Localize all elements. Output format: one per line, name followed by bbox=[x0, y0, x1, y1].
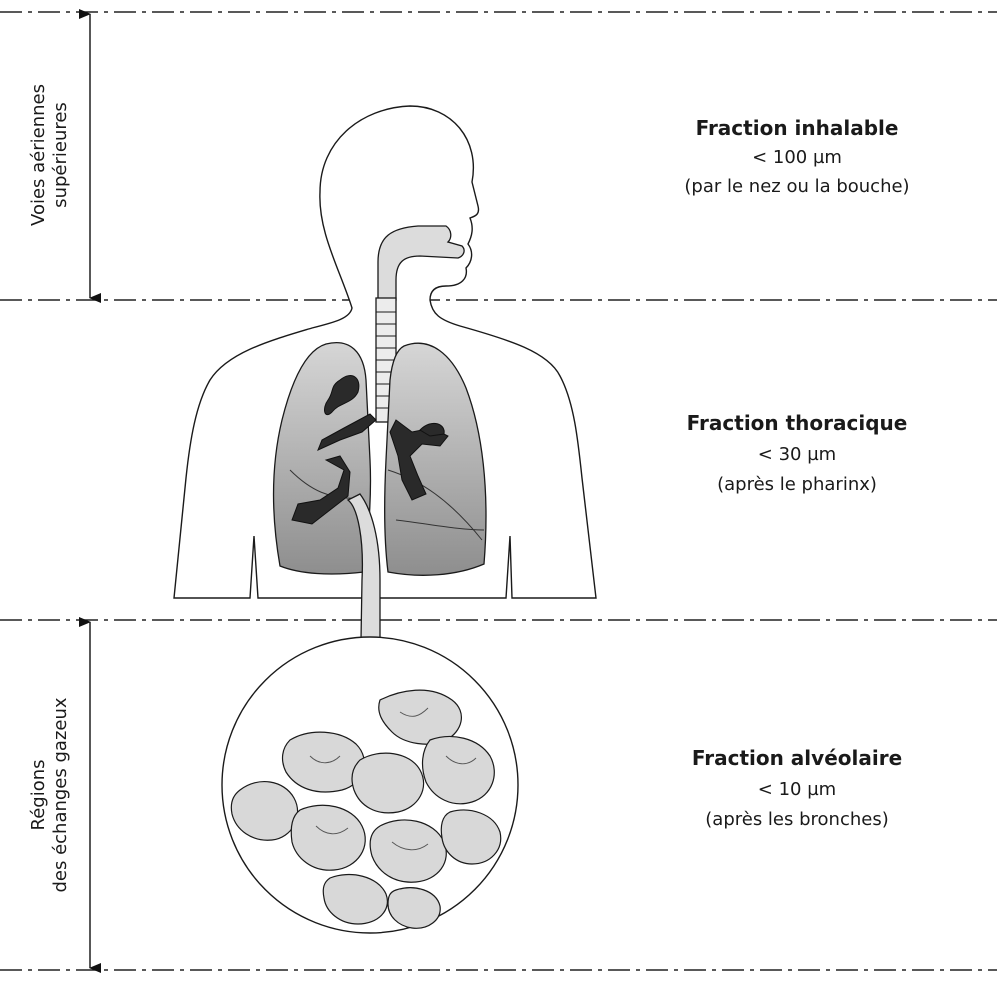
zone-thoracic-note: (après le pharinx) bbox=[717, 474, 877, 495]
zone-inhalable-note: (par le nez ou la bouche) bbox=[684, 176, 909, 197]
left-label-gas-exchange-line2: des échanges gazeux bbox=[50, 697, 71, 892]
zone-thoracic-size: < 30 µm bbox=[758, 444, 836, 465]
zone-alveolar: Fraction alvéolaire < 10 µm (après les b… bbox=[692, 746, 902, 830]
left-label-gas-exchange-line1: Régions bbox=[28, 760, 49, 831]
zone-inhalable-size: < 100 µm bbox=[752, 147, 842, 168]
zone-alveolar-note: (après les bronches) bbox=[705, 809, 888, 830]
zone-alveolar-title: Fraction alvéolaire bbox=[692, 746, 902, 770]
zone-inhalable: Fraction inhalable < 100 µm (par le nez … bbox=[684, 116, 909, 197]
left-label-upper-airways-line2: supérieures bbox=[50, 102, 71, 208]
zone-alveolar-size: < 10 µm bbox=[758, 779, 836, 800]
zone-thoracic-title: Fraction thoracique bbox=[687, 411, 908, 435]
zone-thoracic: Fraction thoracique < 30 µm (après le ph… bbox=[687, 411, 908, 495]
left-label-gas-exchange: Régions des échanges gazeux bbox=[28, 697, 71, 892]
zone-inhalable-title: Fraction inhalable bbox=[696, 116, 899, 140]
left-label-upper-airways-line1: Voies aériennes bbox=[28, 84, 49, 226]
left-label-upper-airways: Voies aériennes supérieures bbox=[28, 84, 71, 226]
